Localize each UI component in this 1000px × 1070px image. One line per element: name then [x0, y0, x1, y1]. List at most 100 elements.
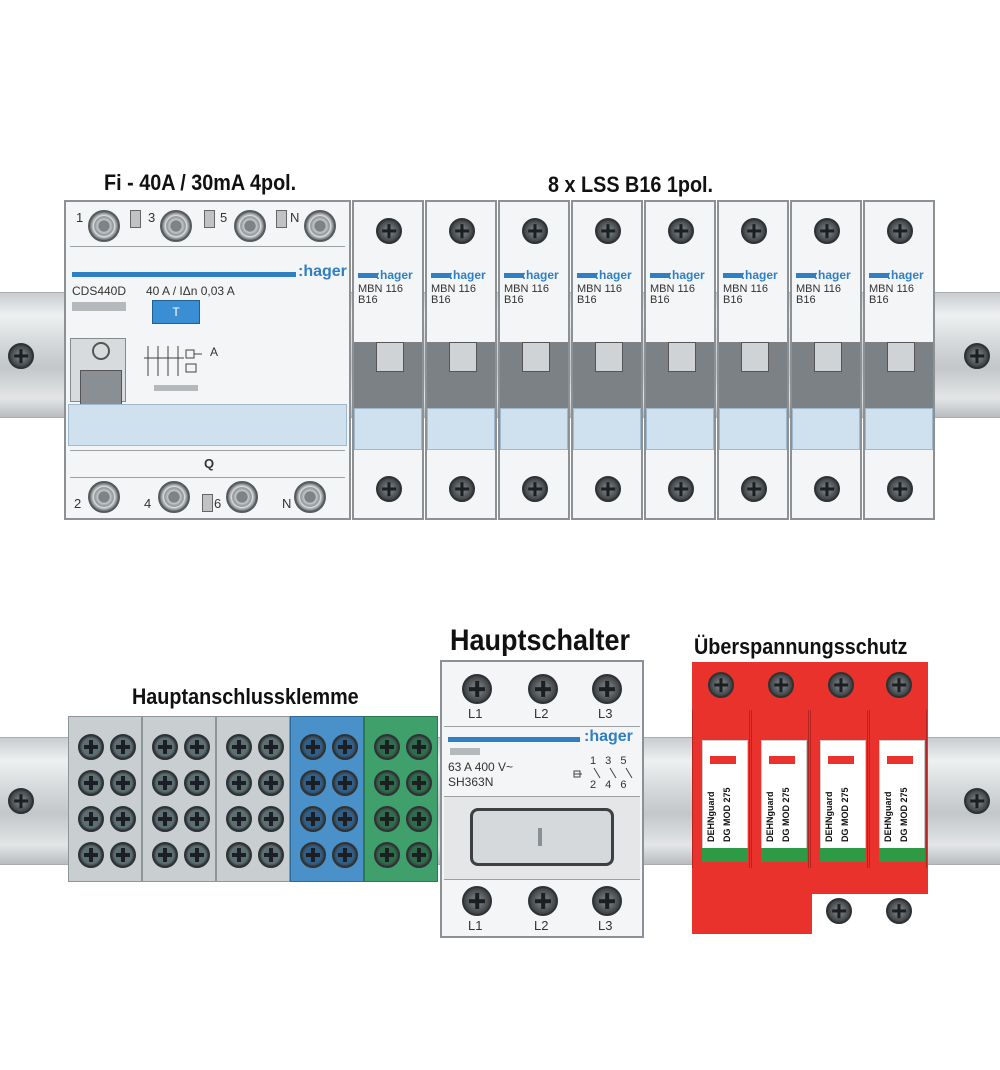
mcb-toggle[interactable]	[595, 342, 623, 372]
terminal-screw-icon[interactable]	[78, 806, 104, 832]
rcd-terminal-6-icon	[226, 481, 258, 513]
rcd-schematic-icon	[144, 346, 202, 376]
terminal-screw-icon[interactable]	[152, 770, 178, 796]
rcd-terminal-label-3: 3	[148, 210, 156, 225]
rcd-terminal-2-icon	[88, 481, 120, 513]
main-switch-model: SH363N	[448, 775, 494, 789]
main-switch-top-screw-l3-icon	[592, 674, 622, 704]
mcb-curve: B16	[796, 294, 816, 306]
terminal-screw-icon[interactable]	[258, 770, 284, 796]
spd-status-window	[702, 848, 748, 862]
terminal-title: Hauptanschlussklemme	[132, 684, 359, 709]
terminal-screw-icon[interactable]	[300, 770, 326, 796]
mcb-module: :hager MBN 116 B16	[790, 200, 862, 520]
terminal-screw-icon[interactable]	[78, 770, 104, 796]
mcb-module: :hager MBN 116 B16	[498, 200, 570, 520]
mcb-toggle[interactable]	[449, 342, 477, 372]
rcd-lever[interactable]	[80, 370, 122, 410]
terminal-screw-icon[interactable]	[78, 842, 104, 868]
terminal-screw-icon[interactable]	[152, 806, 178, 832]
terminal-screw-icon[interactable]	[332, 770, 358, 796]
terminal-screw-icon[interactable]	[406, 806, 432, 832]
mcb-brand-logo: :hager	[887, 268, 924, 282]
main-switch-top-label-l3: L3	[598, 706, 613, 721]
terminal-screw-icon[interactable]	[406, 770, 432, 796]
mcb-bottom-screw-icon	[595, 476, 621, 502]
mcb-model: MBN 116	[796, 283, 842, 295]
mcb-brand-line	[723, 273, 743, 278]
spd-brand-label: DEHNguard	[824, 791, 834, 842]
mcb-top-screw-icon	[376, 218, 402, 244]
terminal-block	[68, 716, 438, 882]
terminal-screw-icon[interactable]	[300, 806, 326, 832]
terminal-screw-icon[interactable]	[184, 770, 210, 796]
rcd-terminal-label-4: 4	[144, 496, 152, 511]
mcb-brand-line	[431, 273, 451, 278]
mcb-label-window	[719, 408, 787, 450]
main-switch-schematic-top: 1 3 5	[590, 755, 627, 767]
terminal-screw-icon[interactable]	[184, 734, 210, 760]
terminal-screw-icon[interactable]	[110, 770, 136, 796]
terminal-screw-icon[interactable]	[332, 842, 358, 868]
main-switch-label-plate	[450, 748, 480, 755]
mcb-curve: B16	[358, 294, 378, 306]
mcb-toggle[interactable]	[887, 342, 915, 372]
rcd-rating: 40 A / IΔn 0,03 A	[146, 284, 235, 298]
mcb-toggle[interactable]	[522, 342, 550, 372]
mcb-top-screw-icon	[595, 218, 621, 244]
rcd-lever-ring	[92, 342, 110, 360]
terminal-screw-icon[interactable]	[374, 734, 400, 760]
mcb-label-window	[354, 408, 422, 450]
terminal-screw-icon[interactable]	[152, 734, 178, 760]
mcb-toggle[interactable]	[668, 342, 696, 372]
terminal-screw-icon[interactable]	[332, 806, 358, 832]
terminal-screw-icon[interactable]	[110, 734, 136, 760]
spd-brand-badge-icon	[769, 756, 795, 764]
terminal-screw-icon[interactable]	[374, 770, 400, 796]
rcd-terminal-label-5: 5	[220, 210, 228, 225]
terminal-screw-icon[interactable]	[258, 734, 284, 760]
terminal-screw-icon[interactable]	[110, 806, 136, 832]
mcb-curve: B16	[577, 294, 597, 306]
terminal-screw-icon[interactable]	[406, 842, 432, 868]
main-switch-divider	[444, 726, 640, 727]
terminal-screw-icon[interactable]	[406, 734, 432, 760]
mcb-toggle[interactable]	[741, 342, 769, 372]
terminal-screw-icon[interactable]	[300, 842, 326, 868]
rcd-test-button[interactable]: T	[152, 300, 200, 324]
terminal-screw-icon[interactable]	[226, 806, 252, 832]
main-switch-top-label-l2: L2	[534, 706, 549, 721]
mcb-row: :hager MBN 116 B16 :hager MBN 116 B16 :h…	[352, 200, 936, 520]
rcd-label-window	[68, 404, 347, 446]
main-switch-bottom-screw-l3-icon	[592, 886, 622, 916]
mcb-toggle[interactable]	[376, 342, 404, 372]
rcd-front-box	[70, 450, 345, 478]
rcd-brand-logo: :hager	[298, 263, 347, 280]
terminal-screw-icon[interactable]	[152, 842, 178, 868]
rcd-divider-top	[70, 246, 345, 247]
terminal-screw-icon[interactable]	[226, 842, 252, 868]
terminal-screw-icon[interactable]	[110, 842, 136, 868]
terminal-screw-icon[interactable]	[78, 734, 104, 760]
main-switch-top-label-l1: L1	[468, 706, 483, 721]
terminal-screw-icon[interactable]	[258, 806, 284, 832]
terminal-screw-icon[interactable]	[226, 734, 252, 760]
rcd-terminal-3-icon	[160, 210, 192, 242]
rcd-flag-3	[276, 210, 287, 228]
spd-status-window	[879, 848, 925, 862]
terminal-screw-icon[interactable]	[300, 734, 326, 760]
mcb-top-screw-icon	[887, 218, 913, 244]
mcb-toggle[interactable]	[814, 342, 842, 372]
mcb-curve: B16	[869, 294, 889, 306]
terminal-screw-icon[interactable]	[184, 806, 210, 832]
mcb-top-screw-icon	[814, 218, 840, 244]
mcb-model: MBN 116	[869, 283, 915, 295]
terminal-screw-icon[interactable]	[184, 842, 210, 868]
terminal-screw-icon[interactable]	[374, 842, 400, 868]
terminal-screw-icon[interactable]	[258, 842, 284, 868]
terminal-screw-icon[interactable]	[374, 806, 400, 832]
spd-status-window	[820, 848, 866, 862]
terminal-screw-icon[interactable]	[332, 734, 358, 760]
terminal-screw-icon[interactable]	[226, 770, 252, 796]
main-switch-handle[interactable]	[470, 808, 614, 866]
